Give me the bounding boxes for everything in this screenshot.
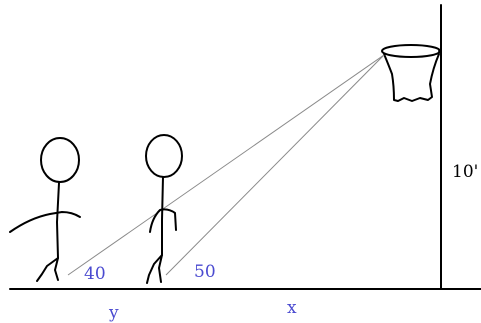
hoop-net xyxy=(383,53,440,102)
stick-figure-near xyxy=(145,134,183,284)
arms-far xyxy=(9,211,81,233)
legs-far xyxy=(36,257,59,282)
head-far xyxy=(40,137,80,183)
distance-label-y: y xyxy=(108,303,119,323)
angle-label-50: 50 xyxy=(194,262,216,282)
head-near xyxy=(145,134,183,178)
height-label: 10' xyxy=(452,162,478,182)
legs-near xyxy=(146,254,163,284)
sightline-near xyxy=(165,54,385,276)
angle-label-40: 40 xyxy=(84,264,106,284)
hoop-rim xyxy=(381,44,441,58)
body-far xyxy=(56,182,60,259)
distance-label-x: x xyxy=(287,298,297,318)
stick-figure-far xyxy=(9,137,81,282)
body-near xyxy=(161,176,164,256)
basketball-hoop xyxy=(381,44,441,102)
arms-near xyxy=(149,208,177,233)
sightline-far xyxy=(67,54,385,276)
